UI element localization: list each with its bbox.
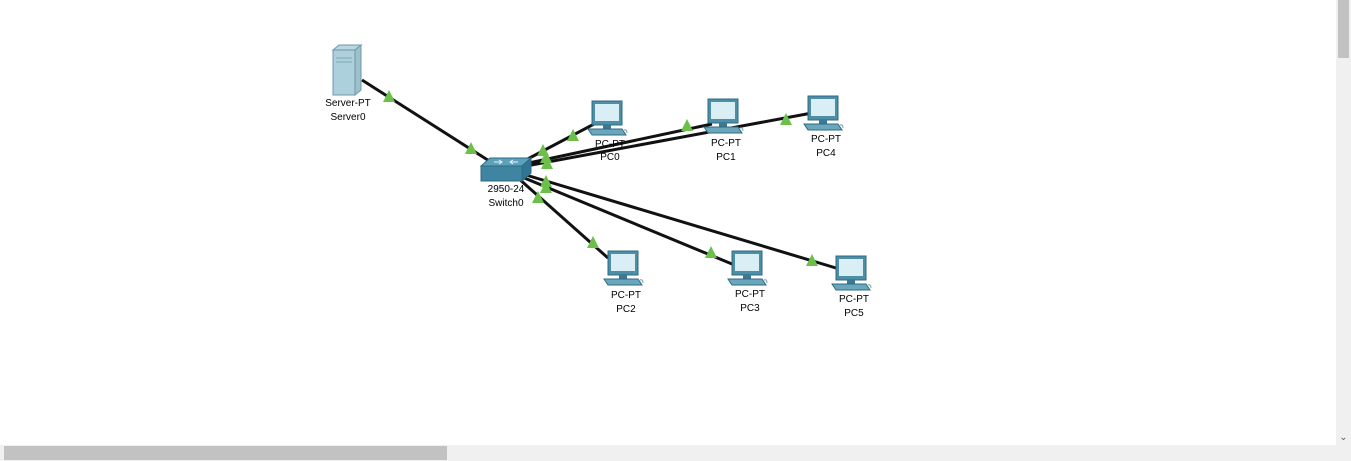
server0-name-label: Server0	[330, 112, 366, 123]
vertical-scroll-thumb[interactable]	[1338, 0, 1349, 58]
horizontal-scroll-thumb[interactable]	[4, 446, 447, 460]
pc2-name-label: PC2	[616, 304, 636, 315]
link-switch0-pc5[interactable]	[525, 173, 837, 270]
pc-icon	[727, 250, 768, 286]
pc5-model-label: PC-PT	[839, 294, 869, 305]
switch0-name-label: Switch0	[488, 198, 524, 209]
pc-icon	[703, 98, 744, 134]
pc5-device[interactable]: PC-PT PC5	[830, 255, 880, 319]
pc3-device[interactable]: PC-PT PC3	[726, 250, 776, 314]
server0-model-label: Server-PT	[325, 98, 371, 109]
link-switch0-pc0[interactable]	[519, 121, 597, 165]
horizontal-scrollbar[interactable]	[0, 445, 1336, 461]
pc1-name-label: PC1	[716, 152, 736, 163]
pc5-name-label: PC5	[844, 308, 864, 319]
network-workspace[interactable]: Server-PT Server0 2950-24 Switch0 PC-PT …	[0, 0, 1336, 445]
pc4-name-label: PC4	[816, 148, 836, 159]
pc3-model-label: PC-PT	[735, 289, 765, 300]
pc2-device[interactable]: PC-PT PC2	[602, 250, 652, 315]
switch0-device[interactable]: 2950-24 Switch0	[468, 156, 544, 214]
pc0-name-label: PC0	[600, 152, 620, 163]
pc4-device[interactable]: PC-PT PC4	[802, 95, 852, 159]
pc-icon	[831, 255, 872, 291]
switch-icon	[480, 156, 532, 183]
link-switch0-pc3[interactable]	[521, 175, 733, 266]
pc0-device[interactable]: PC-PT PC0	[586, 100, 636, 164]
switch0-model-label: 2950-24	[487, 184, 525, 195]
pc-icon	[603, 250, 644, 286]
vertical-scrollbar[interactable]: ⌄	[1336, 0, 1351, 445]
server-icon	[331, 44, 363, 96]
pc1-device[interactable]: PC-PT PC1	[702, 98, 752, 163]
pc0-model-label: PC-PT	[595, 139, 625, 150]
pc-icon	[587, 100, 628, 136]
pc1-model-label: PC-PT	[711, 138, 741, 149]
pc3-name-label: PC3	[740, 303, 760, 314]
chevron-down-icon[interactable]: ⌄	[1339, 432, 1348, 443]
link-layer	[361, 78, 837, 270]
link-switch0-pc4[interactable]	[525, 111, 813, 168]
scroll-corner	[1336, 445, 1351, 461]
pc2-model-label: PC-PT	[611, 290, 641, 301]
pc4-model-label: PC-PT	[811, 134, 841, 145]
link-switch0-pc1[interactable]	[523, 122, 713, 166]
server0-device[interactable]: Server-PT Server0	[318, 44, 378, 124]
pc-icon	[803, 95, 844, 131]
